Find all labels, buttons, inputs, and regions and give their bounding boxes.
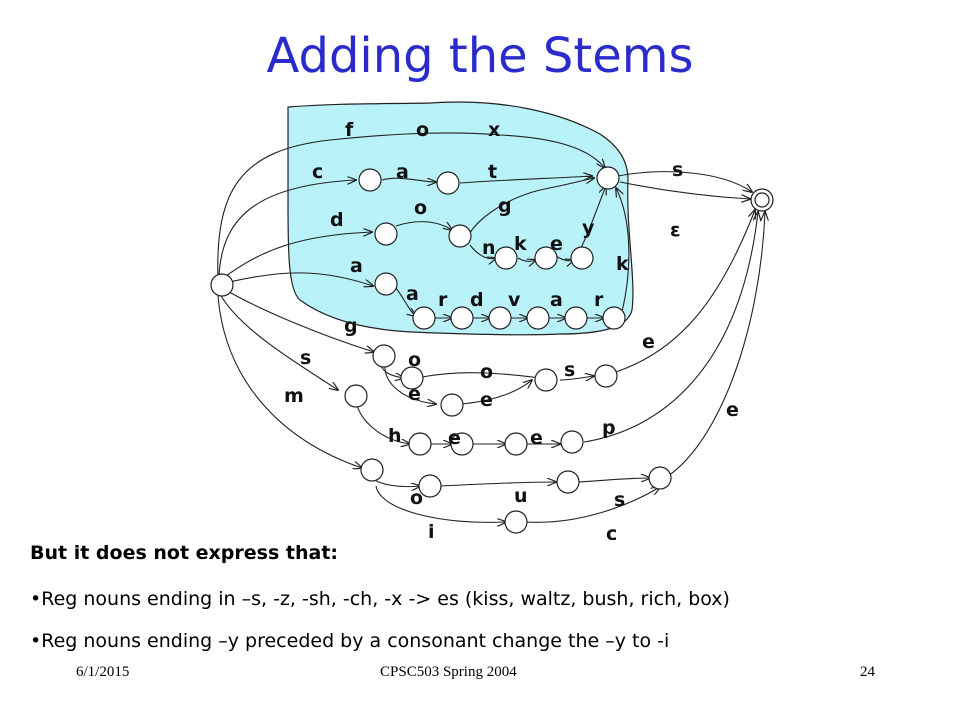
bullet-2: •Reg nouns ending –y preceded by a conso… — [30, 630, 670, 652]
label-d: d — [470, 289, 484, 311]
label-f: f — [345, 119, 354, 141]
label-e: e — [642, 331, 655, 353]
label-i: i — [428, 521, 435, 540]
label-o: o — [414, 197, 427, 219]
label-o: o — [416, 119, 429, 141]
states — [210, 166, 774, 534]
label-r: r — [438, 289, 448, 311]
label-c: c — [312, 161, 323, 183]
label-o: o — [410, 487, 423, 509]
label-x: x — [488, 119, 500, 141]
caption: But it does not express that: — [30, 542, 338, 564]
label-u: u — [514, 485, 528, 507]
bullet-1-text: Reg nouns ending in –s, -z, -sh, -ch, -x… — [41, 588, 730, 610]
final-state-inner — [754, 192, 770, 208]
label-s: s — [564, 359, 575, 381]
label-g: g — [344, 315, 358, 337]
label-a: a — [406, 283, 419, 305]
label-s: s — [614, 489, 625, 511]
bullet-1: •Reg nouns ending in –s, -z, -sh, -ch, -… — [30, 588, 730, 610]
label-e: e — [550, 233, 563, 255]
label-e: e — [726, 399, 739, 421]
label-m: m — [284, 385, 304, 407]
label-e: e — [530, 427, 543, 449]
label-k: k — [616, 253, 629, 275]
label-n: n — [482, 237, 496, 259]
label-a: a — [550, 289, 563, 311]
label-e: e — [448, 427, 461, 449]
label-c: c — [606, 523, 617, 540]
arc-labels: f o x c a t d o g y n k e k a a r d v a … — [284, 119, 739, 540]
label-d: d — [330, 209, 344, 231]
label-k: k — [514, 233, 527, 255]
label-h: h — [388, 425, 402, 447]
label-a: a — [350, 255, 363, 277]
fsa-diagram: f o x c a t d o g y n k e k a a r d v a … — [210, 101, 774, 540]
label-s: s — [672, 159, 683, 181]
label-t: t — [488, 161, 497, 183]
footer-date: 6/1/2015 — [76, 664, 130, 680]
footer-course: CPSC503 Spring 2004 — [380, 664, 517, 680]
label-e: e — [480, 389, 493, 411]
label-e: e — [408, 383, 421, 405]
label-p: p — [602, 417, 616, 439]
label-o: o — [480, 361, 493, 383]
label-a: a — [396, 161, 409, 183]
label-o: o — [408, 349, 421, 371]
label-v: v — [508, 289, 521, 311]
start-state — [210, 273, 234, 297]
footer-page-number: 24 — [860, 664, 875, 680]
stem-region — [287, 101, 634, 336]
label-g: g — [498, 195, 512, 217]
bullet-2-text: Reg nouns ending –y preceded by a conson… — [41, 630, 670, 652]
label-s: s — [300, 347, 311, 369]
label-y: y — [582, 217, 595, 239]
slide-title: Adding the Stems — [266, 28, 694, 84]
label-epsilon: ε — [670, 219, 681, 241]
label-r: r — [594, 289, 604, 311]
